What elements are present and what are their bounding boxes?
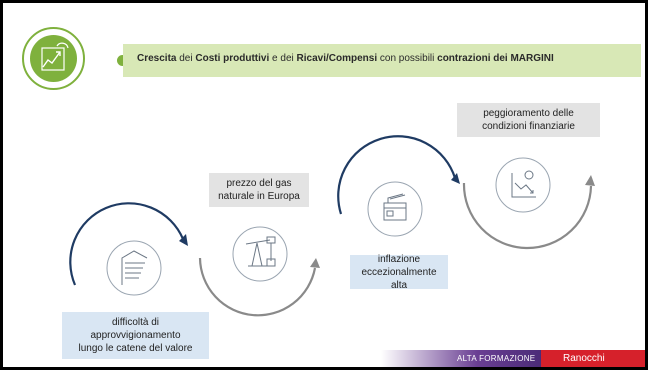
header-title: Crescita dei Costi produttivi e dei Rica… [137,53,554,64]
flow-arc-4 [462,182,593,250]
header-part: con possibili [377,53,438,64]
flow-arrow-1 [179,234,188,246]
cash-register-icon [383,193,407,221]
oil-pump-icon [245,236,276,267]
growth-logo [22,27,85,90]
header-part: Costi produttivi [195,53,270,64]
footer-company-band: Ranocchi [541,350,645,367]
growth-chart-icon [30,35,77,82]
flow-arrow-4 [585,175,595,186]
step-label-finance: peggioramento delle condizioni finanziar… [457,103,600,137]
warehouse-icon [121,250,148,285]
flow-arrow-2 [310,258,320,268]
step-circle-inflation [367,181,423,237]
footer-academy-label: ALTA FORMAZIONE [457,354,536,363]
flow-arrow-3 [451,173,460,184]
flow-arc-3 [337,135,457,215]
header-part: contrazioni dei MARGINI [437,53,554,64]
footer-academy-band: ALTA FORMAZIONE [381,350,541,367]
slide: Crescita dei Costi produttivi e dei Rica… [3,3,645,367]
header-bullet [117,55,128,66]
label-line: approvvigionamento [90,330,181,341]
header-part: Crescita [137,53,177,64]
step-label-supply: difficoltà di approvvigionamento lungo l… [62,312,209,359]
header-part: dei [176,53,196,64]
step-circle-finance [495,157,551,213]
label-line: lungo le catene del valore [78,343,193,354]
footer-company-logo: Ranocchi [563,353,605,364]
step-label-inflation: inflazione eccezionalmente alta [350,253,448,291]
flow-arc-1 [69,202,185,286]
header-banner: Crescita dei Costi produttivi e dei Rica… [123,44,641,77]
header-part: e dei [269,53,297,64]
label-line: naturale in Europa [218,191,300,202]
step-circle-gas [232,226,288,282]
header-part: Ricavi/Compensi [296,53,378,64]
footer-brand-band: ALTA FORMAZIONE Ranocchi [381,350,645,367]
label-line: inflazione [377,253,421,265]
label-line: condizioni finanziarie [482,121,575,132]
label-line: difficoltà di [111,317,160,328]
process-flow [69,135,595,317]
label-line: eccezionalmente alta [361,266,437,291]
label-line: prezzo del gas [226,178,292,189]
flow-arc-2 [198,257,317,317]
label-line: peggioramento delle [483,108,574,119]
step-label-gas: prezzo del gas naturale in Europa [209,173,309,207]
declining-chart-icon [511,170,536,198]
